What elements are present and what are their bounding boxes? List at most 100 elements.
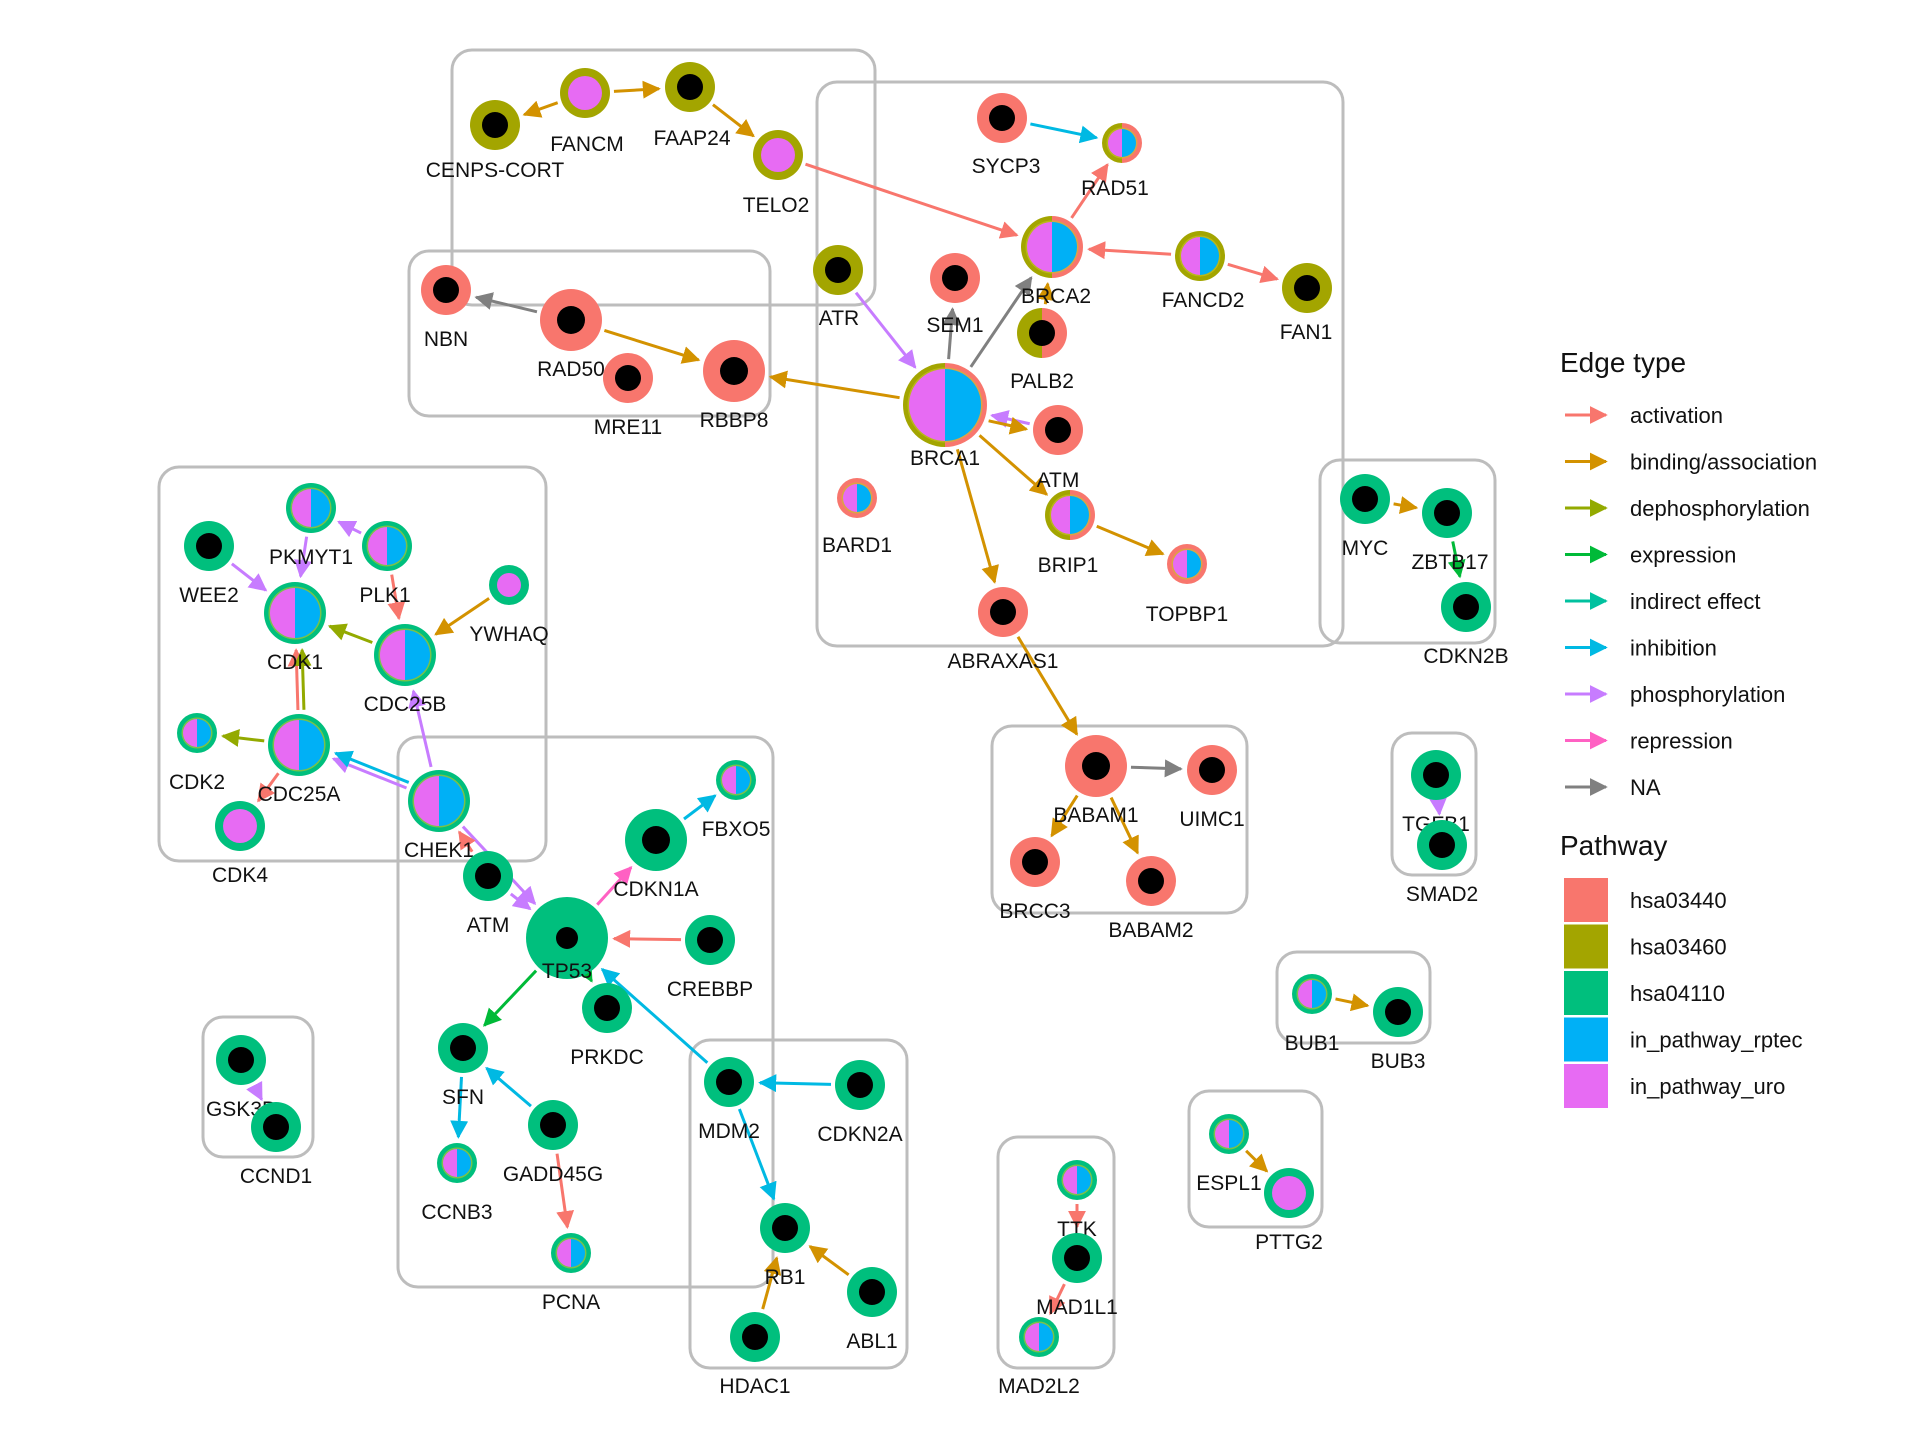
edge-fancd2-fan1 bbox=[1227, 262, 1280, 284]
edge-brip1-topbp1 bbox=[1096, 524, 1165, 556]
node-fancm[interactable]: FANCM bbox=[550, 68, 624, 156]
node-label: PLK1 bbox=[359, 584, 410, 607]
node-plk1[interactable]: PLK1 bbox=[359, 521, 412, 607]
node-abraxas1[interactable]: ABRAXAS1 bbox=[948, 587, 1059, 673]
node-crebbp[interactable]: CREBBP bbox=[667, 915, 753, 1001]
node-rad50[interactable]: RAD50 bbox=[537, 289, 605, 381]
edge-legend-label: repression bbox=[1630, 729, 1733, 754]
edge-tgfb1-smad2 bbox=[1429, 797, 1447, 816]
node-rad51[interactable]: RAD51 bbox=[1081, 123, 1149, 200]
node-topbp1[interactable]: TOPBP1 bbox=[1146, 544, 1228, 626]
node-zbtb17[interactable]: ZBTB17 bbox=[1411, 488, 1489, 574]
node-label: PTTG2 bbox=[1255, 1231, 1323, 1254]
node-cdk2[interactable]: CDK2 bbox=[169, 713, 225, 794]
node-rbbp8[interactable]: RBBP8 bbox=[700, 340, 769, 432]
node-sycp3[interactable]: SYCP3 bbox=[972, 93, 1041, 178]
node-ccnb3[interactable]: CCNB3 bbox=[421, 1143, 493, 1224]
node-babam1[interactable]: BABAM1 bbox=[1053, 735, 1139, 827]
node-espl1[interactable]: ESPL1 bbox=[1196, 1114, 1262, 1195]
node-pcna[interactable]: PCNA bbox=[542, 1233, 600, 1314]
node-faap24[interactable]: FAAP24 bbox=[653, 62, 731, 150]
node-atm1[interactable]: ATM bbox=[1033, 405, 1083, 492]
node-prkdc[interactable]: PRKDC bbox=[570, 983, 644, 1069]
legend: Edge type activationbinding/associationd… bbox=[1560, 347, 1817, 1108]
node-ywhaq[interactable]: YWHAQ bbox=[469, 565, 549, 646]
node-pkmyt1[interactable]: PKMYT1 bbox=[269, 483, 353, 569]
node-ccnd1[interactable]: CCND1 bbox=[240, 1102, 312, 1188]
node-mad2l2[interactable]: MAD2L2 bbox=[998, 1317, 1080, 1398]
pathway-legend-swatch bbox=[1564, 1064, 1608, 1108]
node-bard1[interactable]: BARD1 bbox=[822, 478, 892, 557]
node-label: FANCM bbox=[550, 133, 624, 156]
edge-rad50-rbbp8 bbox=[603, 329, 701, 364]
node-cdc25b[interactable]: CDC25B bbox=[364, 624, 447, 716]
node-gadd45g[interactable]: GADD45G bbox=[503, 1100, 603, 1186]
node-sfn[interactable]: SFN bbox=[438, 1023, 488, 1109]
node-brip1[interactable]: BRIP1 bbox=[1038, 490, 1099, 577]
node-babam2[interactable]: BABAM2 bbox=[1108, 856, 1194, 942]
pathway-legend-item-p1: hsa03440 bbox=[1564, 878, 1727, 922]
pathway-legend-swatch bbox=[1564, 924, 1608, 969]
node-palb2[interactable]: PALB2 bbox=[1010, 308, 1074, 393]
edge-chek1-cdc25a bbox=[333, 750, 410, 784]
node-smad2[interactable]: SMAD2 bbox=[1406, 820, 1478, 906]
edge-cdc25a-cdk4 bbox=[257, 772, 280, 803]
edge-ywhaq-cdc25b bbox=[434, 597, 490, 636]
edge-chek1-cdc25a bbox=[331, 756, 408, 790]
node-sem1[interactable]: SEM1 bbox=[926, 253, 984, 337]
node-label: UIMC1 bbox=[1179, 808, 1244, 831]
node-label: BRCA2 bbox=[1021, 285, 1091, 308]
node-bub1[interactable]: BUB1 bbox=[1285, 974, 1340, 1055]
node-label: NBN bbox=[424, 328, 468, 351]
node-cdkn2b[interactable]: CDKN2B bbox=[1423, 582, 1509, 668]
node-label: MAD1L1 bbox=[1036, 1296, 1118, 1319]
node-label: RAD51 bbox=[1081, 177, 1149, 200]
node-hdac1[interactable]: HDAC1 bbox=[719, 1312, 791, 1398]
cluster-box bbox=[396, 735, 775, 1289]
node-label: SFN bbox=[442, 1086, 484, 1109]
edge-cdkn1a-fbxo5 bbox=[683, 794, 717, 821]
node-label: YWHAQ bbox=[469, 623, 548, 646]
node-cdk4[interactable]: CDK4 bbox=[212, 801, 268, 887]
edge-chek1-cdc25b bbox=[408, 689, 433, 768]
node-fbxo5[interactable]: FBXO5 bbox=[702, 760, 771, 841]
node-atm2[interactable]: ATM bbox=[463, 851, 513, 937]
edge-legend-item-indirect: indirect effect bbox=[1565, 589, 1760, 614]
node-pttg2[interactable]: PTTG2 bbox=[1255, 1168, 1323, 1254]
node-mdm2[interactable]: MDM2 bbox=[698, 1057, 760, 1143]
node-bub3[interactable]: BUB3 bbox=[1371, 987, 1426, 1073]
edge-legend-label: dephosphorylation bbox=[1630, 496, 1810, 521]
node-abl1[interactable]: ABL1 bbox=[846, 1267, 898, 1353]
node-brca2[interactable]: BRCA2 bbox=[1021, 216, 1091, 308]
node-fan1[interactable]: FAN1 bbox=[1280, 263, 1333, 344]
node-cdk1[interactable]: CDK1 bbox=[264, 582, 326, 674]
edge-legend-label: binding/association bbox=[1630, 450, 1817, 475]
node-uimc1[interactable]: UIMC1 bbox=[1179, 745, 1245, 831]
node-atr[interactable]: ATR bbox=[813, 245, 863, 330]
node-cdkn2a[interactable]: CDKN2A bbox=[817, 1060, 903, 1146]
node-cdkn1a[interactable]: CDKN1A bbox=[613, 809, 699, 901]
node-mad1l1[interactable]: MAD1L1 bbox=[1036, 1233, 1118, 1319]
node-label: CCNB3 bbox=[421, 1201, 492, 1224]
node-wee2[interactable]: WEE2 bbox=[179, 521, 239, 607]
node-mre11[interactable]: MRE11 bbox=[594, 353, 662, 439]
node-label: BUB3 bbox=[1371, 1050, 1426, 1073]
edge-telo2-brca2 bbox=[805, 162, 1019, 239]
edge-abl1-rb1 bbox=[808, 1245, 850, 1277]
node-brca1[interactable]: BRCA1 bbox=[903, 363, 987, 470]
edge-plk1-cdc25b bbox=[387, 574, 406, 621]
node-telo2[interactable]: TELO2 bbox=[743, 130, 810, 217]
edge-wee2-cdk1 bbox=[230, 562, 268, 592]
node-brcc3[interactable]: BRCC3 bbox=[999, 837, 1071, 923]
node-ttk[interactable]: TTK bbox=[1057, 1160, 1097, 1241]
node-chek1[interactable]: CHEK1 bbox=[404, 770, 474, 862]
node-myc[interactable]: MYC bbox=[1340, 474, 1390, 560]
node-fancd2[interactable]: FANCD2 bbox=[1162, 231, 1245, 312]
node-cdc25a[interactable]: CDC25A bbox=[258, 714, 341, 806]
node-cenps-cort[interactable]: CENPS-CORT bbox=[426, 100, 565, 182]
edge-brca1-abraxas1 bbox=[955, 448, 999, 584]
node-tp53[interactable]: TP53 bbox=[526, 897, 608, 983]
node-rb1[interactable]: RB1 bbox=[760, 1203, 810, 1289]
edge-brca2-rad51 bbox=[1070, 163, 1109, 219]
node-nbn[interactable]: NBN bbox=[421, 265, 471, 351]
